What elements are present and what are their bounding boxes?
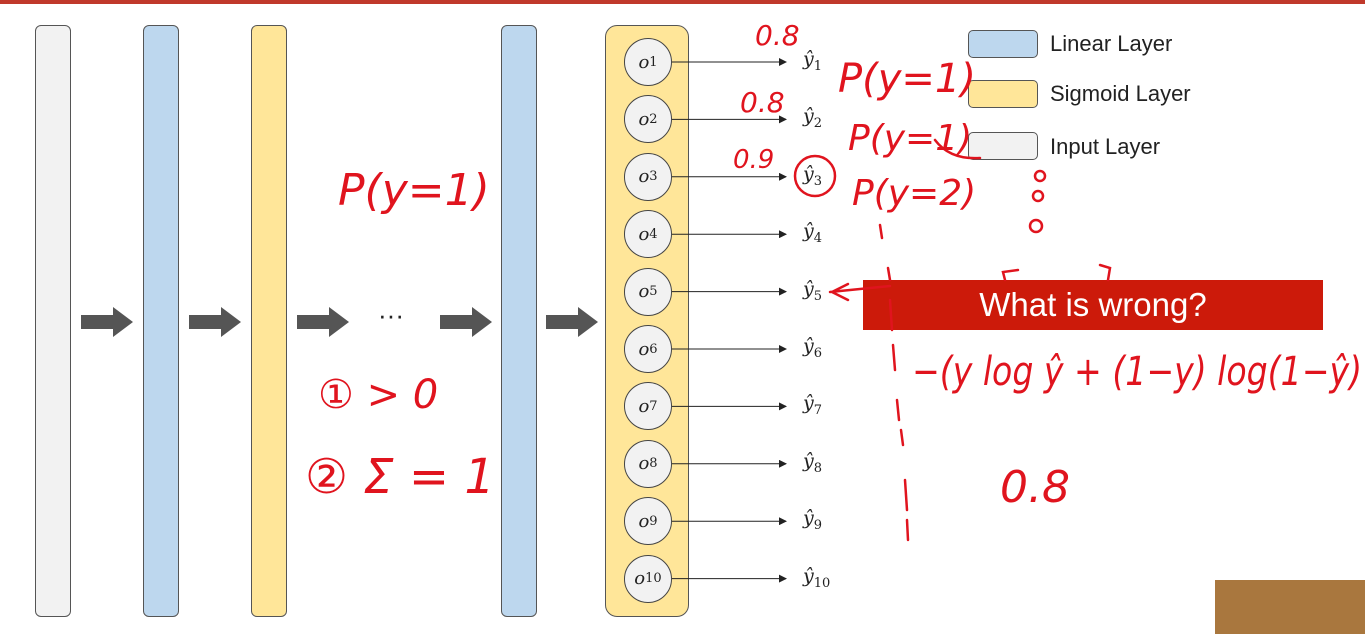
legend-linear-swatch	[968, 30, 1038, 58]
input-layer-column	[35, 25, 71, 617]
ellipsis: ···	[378, 300, 404, 330]
output-label: ŷ5	[803, 277, 823, 304]
handwritten-marks	[793, 138, 1112, 542]
legend-sigmoid-label: Sigmoid Layer	[1050, 81, 1191, 106]
flow-arrow	[189, 307, 241, 337]
annotation-p1: P(y=1)	[838, 56, 976, 102]
annotation-a1: 0.8	[755, 19, 800, 52]
annotation-left-p: P(y=1)	[338, 165, 490, 216]
output-label: ŷ4	[803, 220, 823, 246]
annotation-value: 0.8	[1000, 462, 1070, 513]
top-border	[0, 0, 1365, 4]
output-label: ŷ8	[803, 449, 823, 476]
annotation-rule2: ② Σ = 1	[305, 449, 495, 505]
annotation-a2: 0.8	[740, 86, 785, 119]
output-label: ŷ3	[803, 162, 823, 189]
flow-arrow	[297, 307, 349, 337]
sigmoid-layer-column	[251, 25, 287, 617]
annotation-rule1: ① > 0	[318, 372, 438, 418]
output-label: ŷ2	[803, 105, 823, 132]
flow-arrow	[546, 307, 598, 337]
output-label: ŷ1	[803, 48, 823, 74]
webcam-thumbnail	[1215, 580, 1365, 634]
annotation-p2: P(y=1)	[848, 118, 972, 159]
output-label: ŷ6	[803, 335, 823, 361]
question-banner: What is wrong?	[863, 280, 1323, 330]
y3-circle	[793, 154, 837, 198]
linear-layer-column-2	[501, 25, 537, 617]
annotation-p3: P(y=2)	[852, 173, 976, 214]
dashed-vertical-top	[878, 223, 892, 282]
annotation-a3: 0.9	[733, 145, 774, 175]
flow-arrow	[440, 307, 492, 337]
y5-arrow	[828, 282, 892, 302]
dashed-vertical-left	[888, 298, 910, 542]
legend-sigmoid-swatch	[968, 80, 1038, 108]
linear-layer-column-1	[143, 25, 179, 617]
legend-input-label: Input Layer	[1050, 134, 1161, 159]
connector-line	[933, 138, 982, 160]
legend-input-swatch	[968, 132, 1038, 160]
legend-linear-label: Linear Layer	[1050, 31, 1173, 56]
handwritten-text: 0.8 0.8 0.9 P(y=1) P(y=1) P(y=2) P(y=1) …	[305, 19, 1362, 513]
output-label: ŷ9	[803, 507, 823, 533]
flow-arrows	[81, 307, 598, 337]
annotation-formula: −(y log ŷ + (1−y) log(1−ŷ)	[912, 349, 1362, 395]
output-label: ŷ7	[803, 392, 823, 419]
flow-arrow	[81, 307, 133, 337]
output-label: ŷ10	[803, 564, 831, 591]
bracket-mark	[1001, 263, 1112, 282]
